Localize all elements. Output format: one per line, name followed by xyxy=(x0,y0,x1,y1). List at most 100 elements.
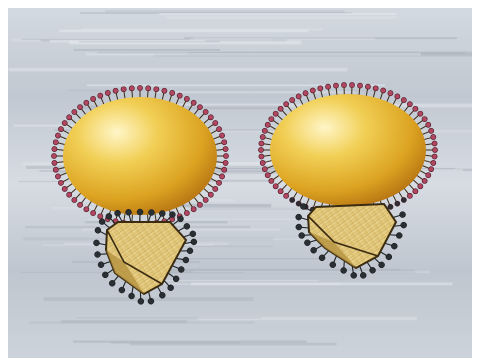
surfactant-head-icon xyxy=(429,167,434,172)
surfactant-head-icon xyxy=(95,227,101,233)
surfactant-head-icon xyxy=(208,192,213,197)
surfactant-head-icon xyxy=(99,219,105,225)
surfactant-head-icon xyxy=(318,86,323,91)
right-oil-droplet-icon xyxy=(270,94,426,206)
surfactant-head-icon xyxy=(159,210,165,216)
background-streak xyxy=(156,91,355,94)
surfactant-head-icon xyxy=(159,292,165,298)
surfactant-head-icon xyxy=(333,83,338,88)
surfactant-head-icon xyxy=(154,87,159,92)
surfactant-head-icon xyxy=(391,243,397,249)
surfactant-head-icon xyxy=(173,276,179,282)
surfactant-head-icon xyxy=(222,140,227,145)
surfactant-head-icon xyxy=(360,272,366,278)
surfactant-head-icon xyxy=(190,231,196,237)
surfactant-head-icon xyxy=(299,233,305,239)
surfactant-head-icon xyxy=(77,105,82,110)
surfactant-head-icon xyxy=(183,257,189,263)
surfactant-head-icon xyxy=(129,293,135,299)
background-streak xyxy=(165,16,396,19)
surfactant-head-icon xyxy=(400,212,406,218)
surfactant-head-icon xyxy=(395,94,400,99)
surfactant-head-icon xyxy=(72,109,77,114)
surfactant-head-icon xyxy=(296,224,302,230)
surfactant-head-icon xyxy=(169,212,175,218)
surfactant-head-icon xyxy=(191,239,197,245)
surfactant-head-icon xyxy=(113,88,118,93)
left-oil-droplet-icon xyxy=(63,97,217,215)
surfactant-head-icon xyxy=(388,91,393,96)
surfactant-head-icon xyxy=(55,133,60,138)
surfactant-head-icon xyxy=(260,134,265,139)
background-streak xyxy=(79,41,220,42)
surfactant-head-icon xyxy=(296,94,301,99)
surfactant-head-icon xyxy=(77,202,82,207)
surfactant-head-icon xyxy=(84,207,89,212)
surfactant-head-icon xyxy=(55,174,60,179)
surfactant-head-icon xyxy=(184,96,189,101)
surfactant-head-icon xyxy=(341,267,347,273)
surfactant-head-icon xyxy=(146,86,151,91)
surfactant-head-icon xyxy=(58,127,63,132)
surfactant-head-icon xyxy=(351,272,357,278)
surfactant-head-icon xyxy=(401,97,406,102)
surfactant-head-icon xyxy=(422,178,427,183)
surfactant-head-icon xyxy=(260,160,265,165)
surfactant-head-icon xyxy=(422,116,427,121)
surfactant-head-icon xyxy=(51,153,56,158)
surfactant-head-icon xyxy=(67,115,72,120)
background-streak xyxy=(130,343,337,346)
surfactant-head-icon xyxy=(223,146,228,151)
surfactant-head-icon xyxy=(223,160,228,165)
surfactant-head-icon xyxy=(284,102,289,107)
surfactant-head-icon xyxy=(106,213,112,219)
surfactant-head-icon xyxy=(102,272,108,278)
surfactant-head-icon xyxy=(370,267,376,273)
surfactant-head-icon xyxy=(310,88,315,93)
surfactant-head-icon xyxy=(121,87,126,92)
surfactant-head-icon xyxy=(418,111,423,116)
surfactant-head-icon xyxy=(148,298,154,304)
surfactant-head-icon xyxy=(191,100,196,105)
surfactant-head-icon xyxy=(296,214,302,220)
surfactant-head-icon xyxy=(53,140,58,145)
surfactant-head-icon xyxy=(105,90,110,95)
surfactant-head-icon xyxy=(401,222,407,228)
surfactant-head-icon xyxy=(396,232,402,238)
surfactant-head-icon xyxy=(84,100,89,105)
surfactant-head-icon xyxy=(258,147,263,152)
surfactant-head-icon xyxy=(95,251,101,257)
surfactant-head-icon xyxy=(138,298,144,304)
surfactant-head-icon xyxy=(426,122,431,127)
surfactant-head-icon xyxy=(265,173,270,178)
surfactant-head-icon xyxy=(273,184,278,189)
surfactant-head-icon xyxy=(58,180,63,185)
surfactant-head-icon xyxy=(418,184,423,189)
surfactant-head-icon xyxy=(290,197,295,202)
surfactant-head-icon xyxy=(219,174,224,179)
surfactant-head-icon xyxy=(137,209,143,215)
surfactant-head-icon xyxy=(349,82,354,87)
surfactant-head-icon xyxy=(379,262,385,268)
surfactant-head-icon xyxy=(357,83,362,88)
surfactant-head-icon xyxy=(91,96,96,101)
surfactant-head-icon xyxy=(162,88,167,93)
background-streak xyxy=(150,283,342,284)
background-streak xyxy=(59,30,308,33)
surfactant-head-icon xyxy=(213,186,218,191)
surfactant-head-icon xyxy=(431,134,436,139)
surfactant-head-icon xyxy=(53,167,58,172)
background-streak xyxy=(191,207,316,210)
surfactant-head-icon xyxy=(269,178,274,183)
surfactant-head-icon xyxy=(278,189,283,194)
surfactant-head-icon xyxy=(222,167,227,172)
surfactant-head-icon xyxy=(432,147,437,152)
surfactant-head-icon xyxy=(52,160,57,165)
surfactant-head-icon xyxy=(386,254,392,260)
surfactant-head-icon xyxy=(216,180,221,185)
surfactant-head-icon xyxy=(62,120,67,125)
background-streak xyxy=(86,53,421,56)
surfactant-head-icon xyxy=(273,111,278,116)
